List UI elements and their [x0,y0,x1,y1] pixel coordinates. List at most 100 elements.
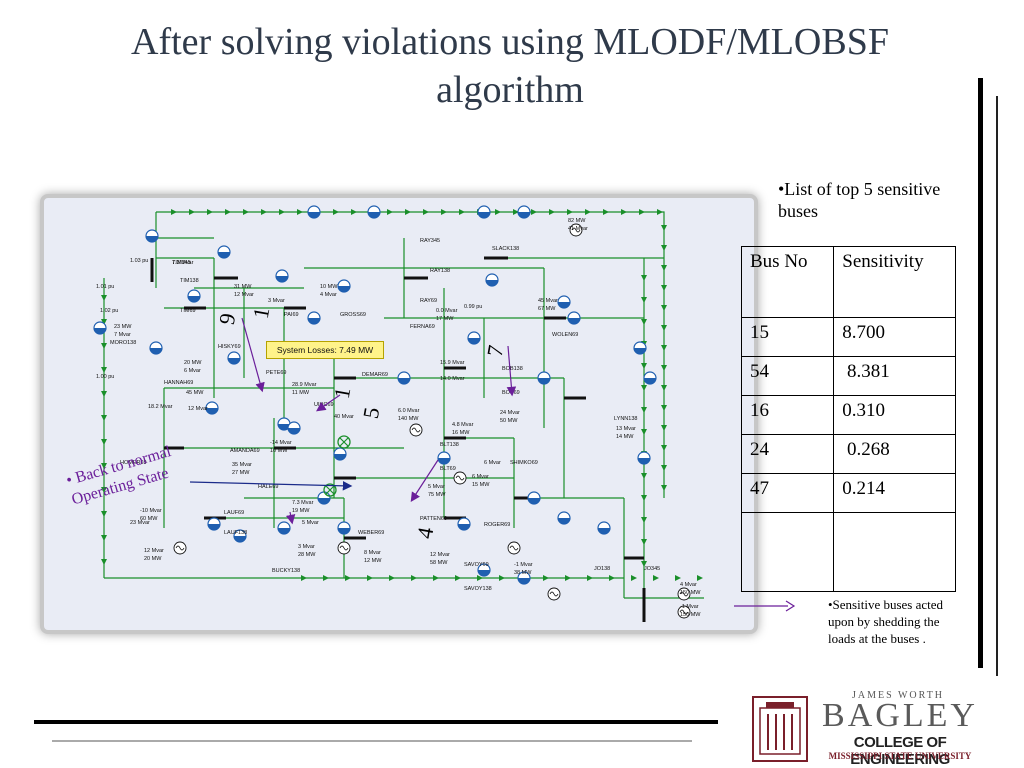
sensitivity-cell: 0.268 [833,434,956,474]
flow-arrow [587,575,593,581]
flow-arrow [101,439,107,445]
column-header-bus-no: Bus No [740,246,835,318]
flow-arrow [661,445,667,451]
diagram-label: PATTEN69 [420,516,447,522]
load-icon [368,212,380,218]
bus-bar [642,588,646,622]
diagram-label: 35 Mvar [232,462,252,468]
load-icon [638,458,650,464]
load-icon [334,454,346,460]
diagram-label: 23 Mvar [130,520,150,526]
flow-arrow [433,575,439,581]
generator-icon [455,475,465,481]
diagram-label: WOLEN69 [552,332,578,338]
logo-college: COLLEGE OF ENGINEERING [850,734,950,768]
bus-bar [444,516,466,520]
table-row: 54 8.381 [740,356,956,396]
load-icon [598,528,610,534]
note-arrow-icon [734,600,796,612]
diagram-label: 50 MW [500,418,518,424]
flow-arrow [641,275,647,281]
flow-arrow [657,209,663,215]
transmission-line [156,211,665,498]
decorative-horizontal-line [52,740,692,742]
flow-arrow [661,365,667,371]
load-icon [278,528,290,534]
diagram-label: GROSS69 [340,312,366,318]
diagram-label: SHIMKO69 [510,460,538,466]
diagram-label: 13 Mvar [616,426,636,432]
flow-arrow [101,463,107,469]
bus-bar [344,536,366,540]
flow-arrow [101,391,107,397]
diagram-label: 14.0 Mvar [440,376,465,382]
bus-bar [544,316,566,320]
diagram-label: -1 Mvar [514,562,533,568]
diagram-label: MORO138 [110,340,136,346]
diagram-label: 12 MW [364,558,382,564]
diagram-label: SLACK138 [492,246,519,252]
flow-arrow [531,209,537,215]
load-icon [146,236,158,242]
flow-arrow [565,575,571,581]
flow-arrow [661,465,667,471]
sensitivity-cell: 8.381 [833,356,956,396]
flow-arrow [101,511,107,517]
diagram-label: 40 Mvar [334,414,354,420]
load-icon [338,528,350,534]
diagram-label: 18.2 Mvar [148,404,173,410]
list-title: •List of top 5 sensitive buses [778,179,941,221]
diagram-label: 150 MW [680,612,701,618]
load-icon [518,578,530,584]
bus-bar [274,446,296,450]
diagram-label: PETE69 [266,370,286,376]
diagram-label: 3 Mvar [268,298,285,304]
diagram-label: 12 Mvar [188,406,208,412]
flow-arrow [261,209,267,215]
one-line-diagram-svg: TIM345TIM138TIM69RAY345RAY138RAY69SLACK1… [93,205,704,622]
flow-arrow [609,575,615,581]
diagram-label: 12 Mvar [430,552,450,558]
bus-no-cell: 54 [740,356,835,396]
diagram-label: 0.0 Mvar [436,308,458,314]
load-icon [150,348,162,354]
diagram-label: HALE69 [258,484,279,490]
flow-arrow [661,325,667,331]
flow-arrow [641,473,647,479]
bus-bar [514,496,536,500]
diagram-label: RAY138 [430,268,450,274]
flow-arrow [661,225,667,231]
flow-arrow [351,209,357,215]
generator-icon [509,545,519,551]
diagram-label: 12 Mvar [144,548,164,554]
load-icon [644,378,656,384]
bus-bar [404,276,428,280]
empty-cell [833,512,956,592]
load-icon [486,280,498,286]
bus-bar [164,446,184,450]
load-icon [468,338,480,344]
load-icon [528,498,540,504]
load-icon [208,524,220,530]
flow-arrow [101,367,107,373]
bus-bar [444,436,466,440]
flow-arrow [697,575,703,581]
flow-arrow [653,575,659,581]
diagram-label: HOMER69 [120,460,147,466]
sensitivity-cell: 8.700 [833,317,956,357]
flow-arrow [171,209,177,215]
diagram-label: 28.9 Mvar [292,382,317,388]
flow-arrow [641,319,647,325]
flow-arrow [641,363,647,369]
flow-arrow [641,385,647,391]
flow-arrow [661,245,667,251]
flow-arrow [567,209,573,215]
load-icon [308,212,320,218]
diagram-label: 14 MW [616,434,634,440]
flow-arrow [661,485,667,491]
table-row: 15 8.700 [740,317,956,357]
generator-icon [339,545,349,551]
diagram-label: RAY345 [420,238,440,244]
flow-arrow [207,209,213,215]
